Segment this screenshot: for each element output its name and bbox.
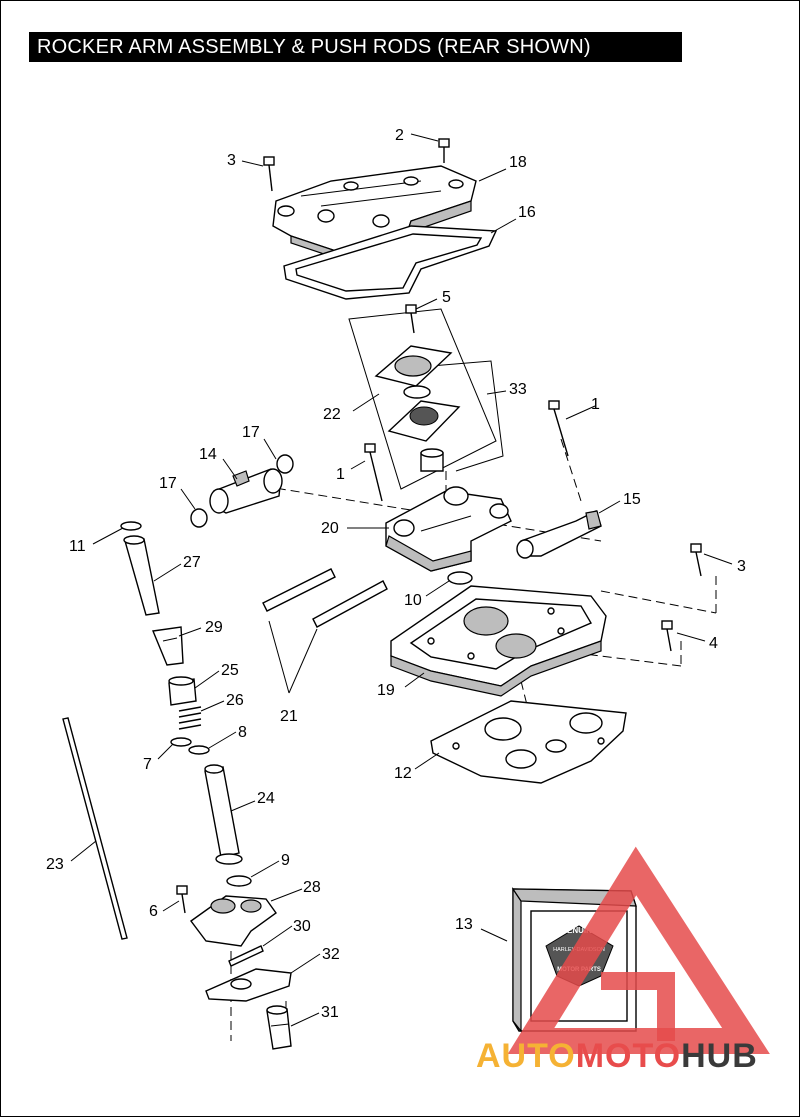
callout-1-right: 1 — [591, 396, 600, 413]
pin-30 — [228, 945, 264, 967]
watermark-hub: HUB — [681, 1037, 758, 1075]
bushing-17 — [190, 454, 294, 528]
callout-21: 21 — [280, 708, 298, 725]
o-ring-9 — [226, 875, 252, 887]
svg-text:AUTOMOTOHUB: AUTOMOTOHUB — [476, 1037, 758, 1075]
callout-29: 29 — [205, 619, 223, 636]
rocker-cover-18 — [272, 165, 477, 264]
callout-6: 6 — [149, 903, 158, 920]
spring-cap-25 — [168, 676, 197, 706]
callout-5: 5 — [442, 289, 451, 306]
callout-3-right: 3 — [737, 558, 746, 575]
bolt-6 — [176, 885, 188, 914]
callout-23: 23 — [46, 856, 64, 873]
watermark-auto: AUTO — [476, 1037, 576, 1075]
callout-31: 31 — [321, 1004, 339, 1021]
bolt-4 — [661, 620, 673, 652]
watermark-logo-icon — [507, 846, 770, 1054]
callout-33: 33 — [509, 381, 527, 398]
watermark-moto: MOTO — [576, 1037, 681, 1075]
callout-30: 30 — [293, 918, 311, 935]
callout-22: 22 — [323, 406, 341, 423]
callout-4: 4 — [709, 635, 718, 652]
bolt-1-right — [548, 400, 569, 457]
callout-16: 16 — [518, 204, 536, 221]
hydraulic-lifter-31 — [266, 1005, 292, 1050]
lifter-cover-28 — [190, 895, 277, 947]
watermark: AUTOMOTOHUB — [476, 846, 770, 1075]
callout-3-top: 3 — [227, 152, 236, 169]
callout-10: 10 — [404, 592, 422, 609]
badge-top-text: GENUINE — [561, 926, 598, 935]
gasket-16 — [283, 225, 498, 300]
callout-7: 7 — [143, 756, 152, 773]
callout-25: 25 — [221, 662, 239, 679]
callout-1-left: 1 — [336, 466, 345, 483]
rocker-arm-15 — [516, 510, 602, 559]
gasket-12 — [430, 700, 627, 784]
callout-numbers: 1 1 2 3 3 4 5 6 7 8 9 10 11 12 13 14 15 … — [46, 127, 746, 1021]
o-ring-8 — [188, 745, 210, 755]
callout-leaders — [70, 133, 733, 1027]
callout-24: 24 — [257, 790, 275, 807]
callout-19: 19 — [377, 682, 395, 699]
rocker-arm-14 — [209, 468, 283, 514]
washer-7 — [170, 737, 192, 747]
breather-assembly — [348, 304, 504, 490]
callout-28: 28 — [303, 879, 321, 896]
callout-18: 18 — [509, 154, 527, 171]
callout-8: 8 — [238, 724, 247, 741]
bolt-3-top — [263, 156, 275, 192]
callout-26: 26 — [226, 692, 244, 709]
o-ring-11 — [120, 521, 142, 531]
spring-26 — [178, 706, 202, 730]
callout-14: 14 — [199, 446, 217, 463]
callout-13: 13 — [455, 916, 473, 933]
callout-2: 2 — [395, 127, 404, 144]
page-title: ROCKER ARM ASSEMBLY & PUSH RODS (REAR SH… — [29, 32, 682, 62]
callout-17-bottom: 17 — [159, 475, 177, 492]
anti-rotation-plate-32 — [205, 968, 292, 1002]
rocker-support-20 — [385, 486, 512, 572]
callout-32: 32 — [322, 946, 340, 963]
callout-20: 20 — [321, 520, 339, 537]
pushrod-23 — [62, 717, 128, 940]
callout-12: 12 — [394, 765, 412, 782]
pushrod-cover-29 — [152, 626, 184, 666]
pushrod-cover-27 — [123, 535, 160, 616]
bolt-3-right — [690, 543, 702, 577]
callout-17-top: 17 — [242, 424, 260, 441]
pushrod-cover-24 — [204, 764, 243, 865]
rocker-shaft-21 — [262, 568, 388, 628]
bolt-1-left — [364, 443, 383, 502]
rocker-housing-19 — [390, 585, 607, 697]
callout-9: 9 — [281, 852, 290, 869]
callout-11: 11 — [69, 538, 86, 555]
o-ring-10 — [447, 571, 473, 585]
bolt-2 — [438, 138, 450, 163]
callout-15: 15 — [623, 491, 641, 508]
callout-27: 27 — [183, 554, 201, 571]
